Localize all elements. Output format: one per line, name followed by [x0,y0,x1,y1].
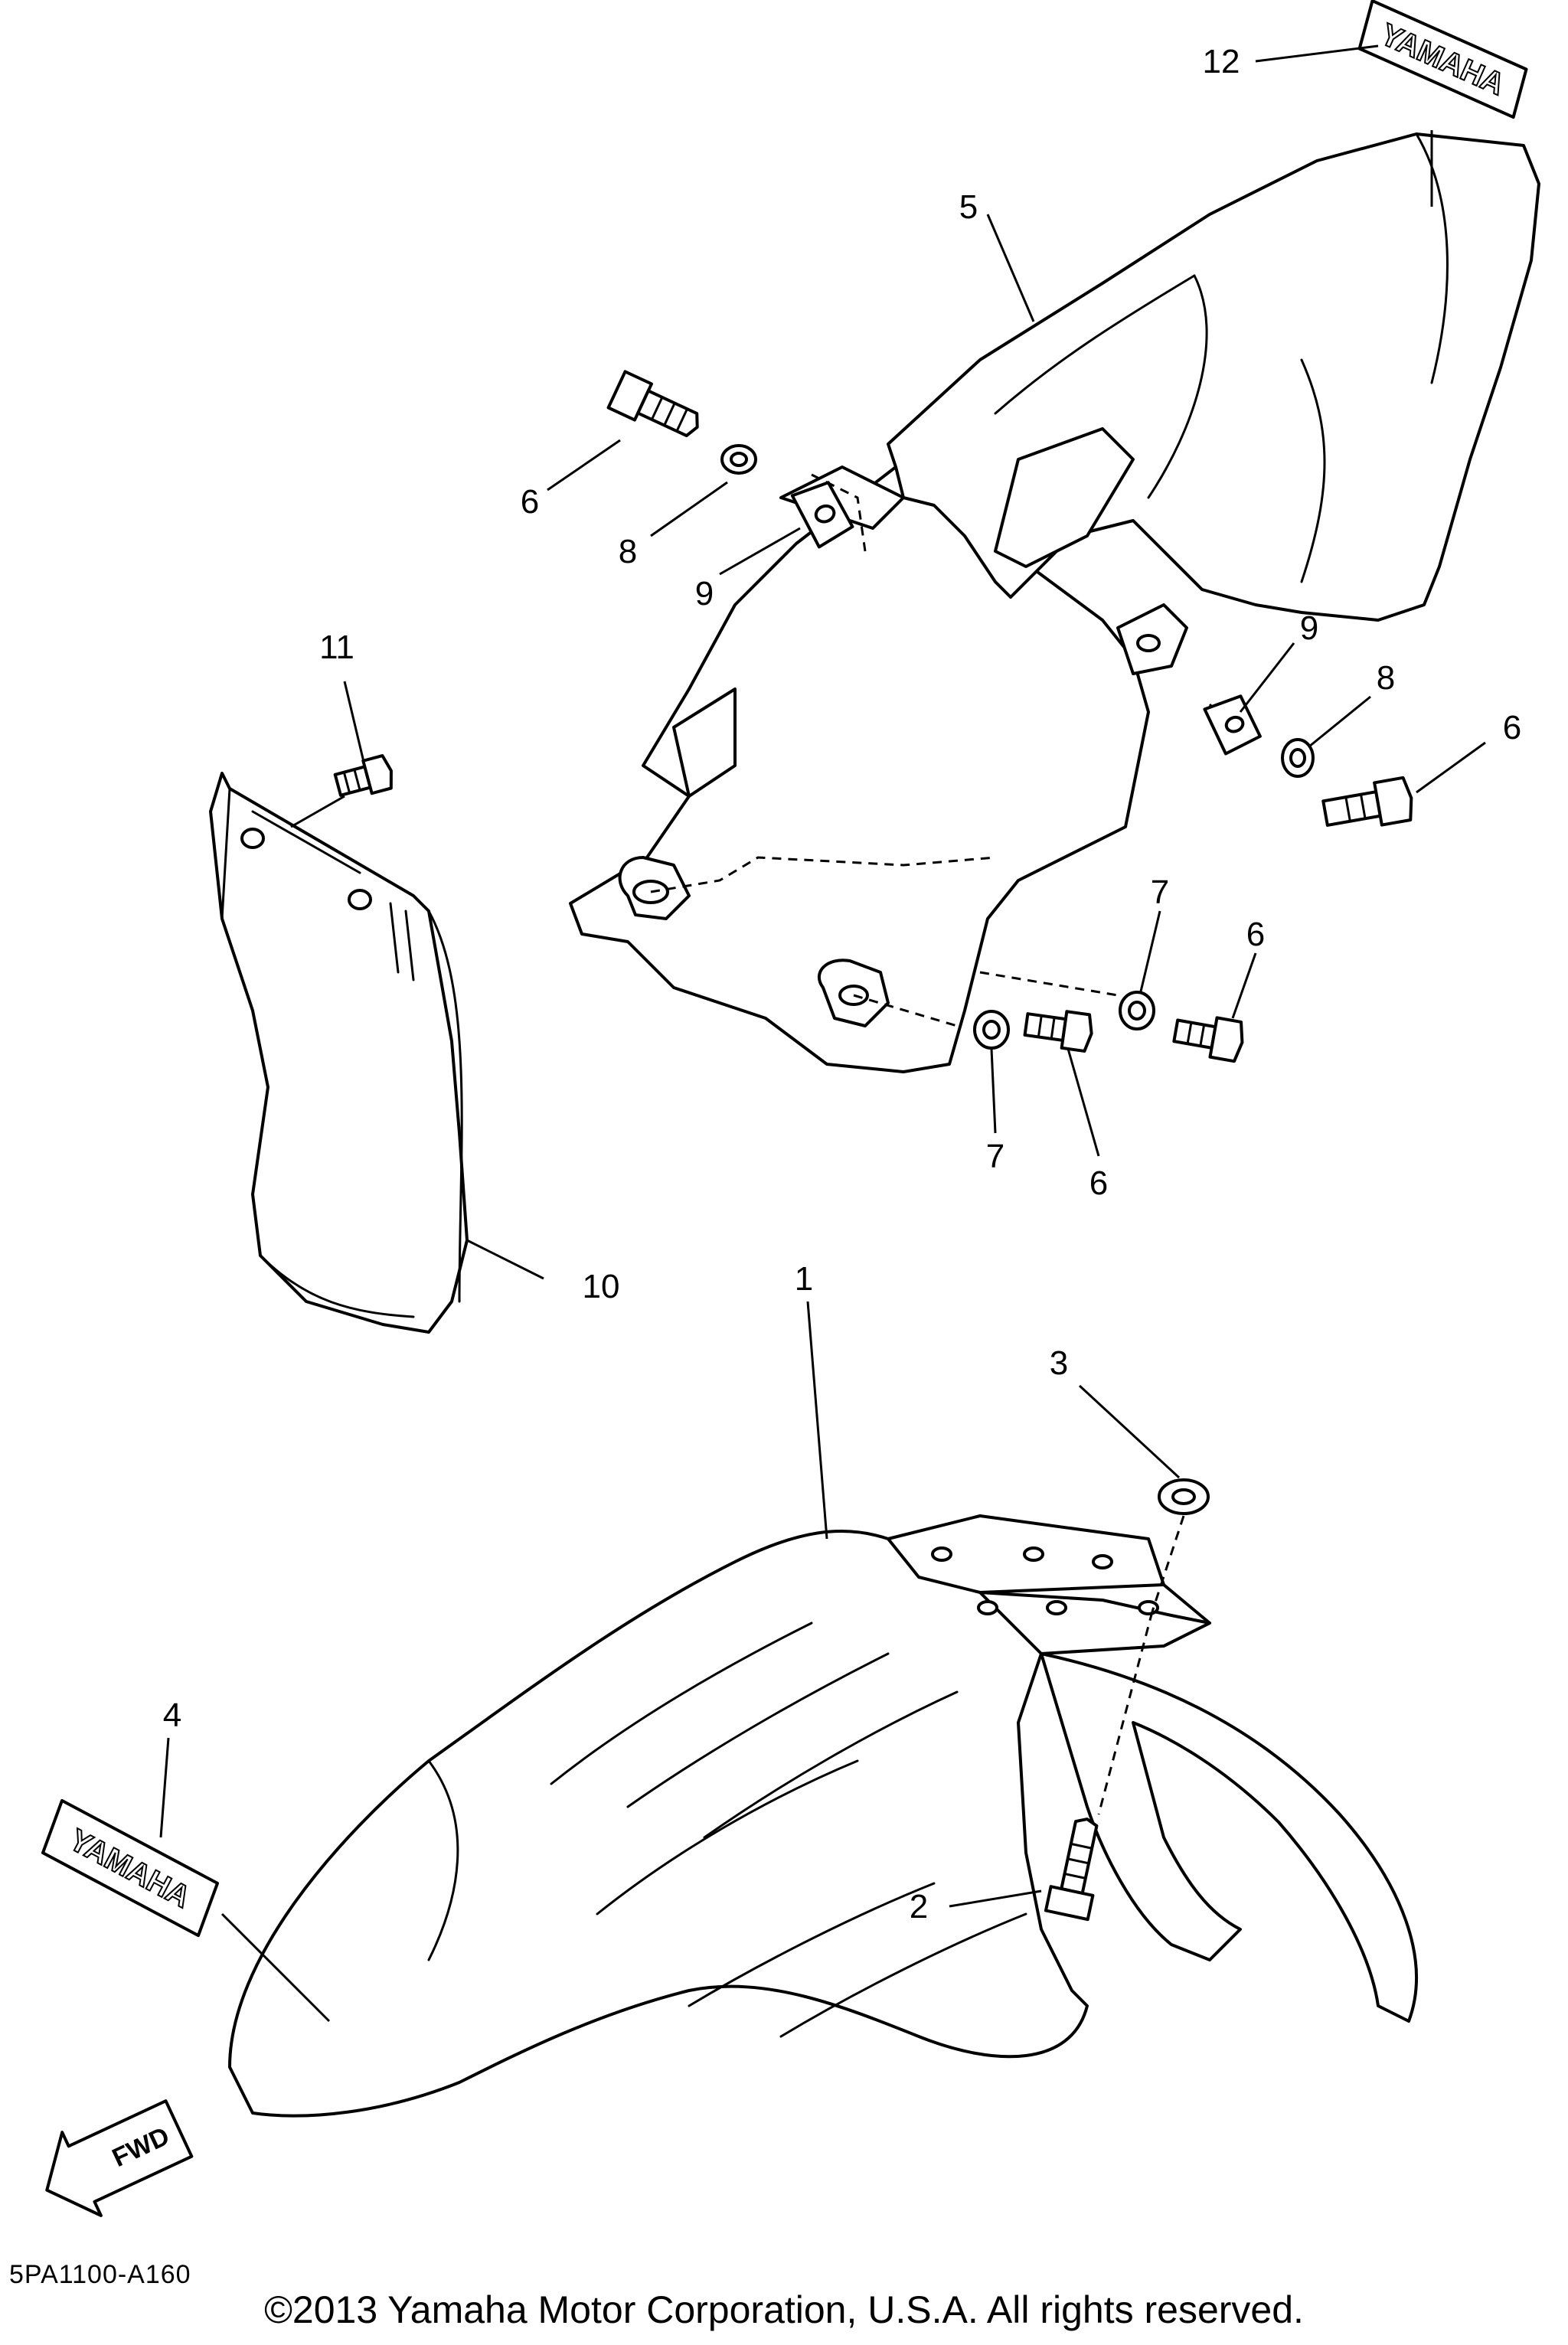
bolt-6-lower-right [1172,1016,1244,1063]
rear-fender: YAMAHA [569,0,1540,1073]
callout-8-right: 8 [1377,659,1395,697]
bolt-11 [333,754,393,797]
collar-7-lower [973,1010,1010,1050]
rear-fender-yamaha-decal: YAMAHA [1357,0,1528,119]
callout-numbers: 12 5 6 8 9 9 8 6 7 6 7 6 11 10 1 3 2 4 [163,43,1521,1925]
bolt-6-right [1321,776,1413,827]
callout-6-lower-right: 6 [1246,916,1265,953]
callout-7-lower: 7 [986,1138,1004,1175]
callout-6-top: 6 [521,483,539,521]
copyright-notice: ©2013 Yamaha Motor Corporation, U.S.A. A… [264,2288,1304,2331]
bolt-6-lower-left [1023,1010,1093,1053]
callout-9-top: 9 [695,575,714,612]
number-plate [209,772,469,1334]
nut-9-right [1203,694,1262,756]
bolt-2 [1044,1818,1099,1922]
collar-7-right [1119,991,1155,1030]
front-fender: YAMAHA [41,1514,1418,2118]
front-fender-yamaha-decal: YAMAHA [41,1798,220,1938]
collar-8-top [720,444,757,475]
callout-2: 2 [910,1888,928,1925]
callout-1: 1 [795,1260,813,1298]
collar-8-right [1281,738,1315,778]
bolt-6-top [606,370,699,438]
nut-9-top [790,481,854,549]
callout-12: 12 [1203,43,1240,80]
callout-3: 3 [1050,1344,1068,1382]
diagram-code: 5PA1100-A160 [9,2260,191,2289]
callout-5: 5 [959,188,978,226]
fwd-arrow-icon: FWD [45,2099,194,2217]
callout-6-right: 6 [1503,709,1521,746]
callout-11: 11 [319,629,354,666]
callout-8-top: 8 [619,533,637,570]
callout-7-right: 7 [1151,874,1169,911]
callout-10: 10 [583,1268,620,1305]
callout-9-right: 9 [1300,609,1318,647]
leader-lines [159,44,1486,2023]
grommet-3 [1158,1478,1210,1515]
callout-4: 4 [163,1697,181,1734]
callout-6-lower: 6 [1089,1164,1108,1202]
